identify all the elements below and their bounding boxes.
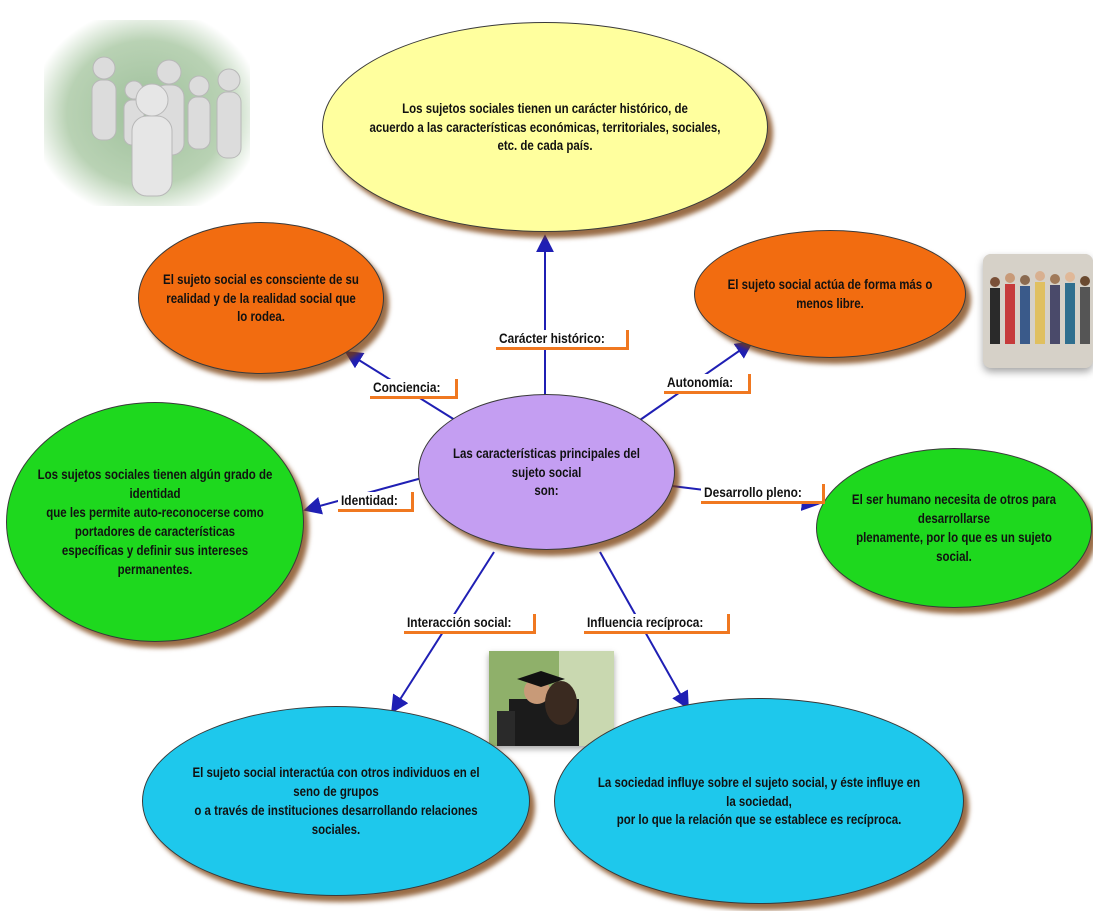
- node-conciencia-text: El sujeto social es consciente de su rea…: [163, 270, 359, 325]
- node-influencia-reciproca: La sociedad influye sobre el sujeto soci…: [554, 698, 964, 904]
- node-central: Las características principales del suje…: [418, 394, 675, 550]
- node-influencia-reciproca-text: La sociedad influye sobre el sujeto soci…: [597, 773, 921, 828]
- people-lineup-image: [983, 254, 1093, 368]
- label-conciencia: Conciencia:: [370, 379, 459, 399]
- node-caracter-historico-text: Los sujetos sociales tienen un carácter …: [369, 99, 721, 154]
- label-interaccion-social: Interacción social:: [404, 614, 536, 634]
- label-interaccion-social-text: Interacción social:: [407, 614, 512, 630]
- label-identidad-text: Identidad:: [341, 492, 398, 508]
- node-caracter-historico: Los sujetos sociales tienen un carácter …: [322, 22, 768, 232]
- label-conciencia-text: Conciencia:: [373, 379, 441, 395]
- node-interaccion-social-text: El sujeto social interactúa con otros in…: [192, 764, 480, 837]
- graduation-image: [489, 651, 614, 746]
- people-figures-image: [44, 20, 250, 206]
- label-caracter-historico: Carácter histórico:: [496, 330, 630, 350]
- node-autonomia: El sujeto social actúa de forma más o me…: [694, 230, 966, 358]
- node-identidad-text: Los sujetos sociales tienen algún grado …: [37, 466, 273, 577]
- label-autonomia: Autonomía:: [664, 374, 751, 394]
- label-desarrollo-pleno: Desarrollo pleno:: [701, 484, 826, 504]
- node-identidad: Los sujetos sociales tienen algún grado …: [6, 402, 304, 642]
- node-autonomia-text: El sujeto social actúa de forma más o me…: [727, 276, 933, 311]
- node-desarrollo-pleno-text: El ser humano necesita de otros para des…: [851, 491, 1057, 564]
- label-identidad: Identidad:: [338, 492, 414, 512]
- label-influencia-reciproca-text: Influencia recíproca:: [587, 614, 704, 630]
- label-autonomia-text: Autonomía:: [667, 374, 734, 390]
- people-figures-graphic: [91, 56, 242, 197]
- label-desarrollo-pleno-text: Desarrollo pleno:: [704, 484, 802, 500]
- node-desarrollo-pleno: El ser humano necesita de otros para des…: [816, 448, 1092, 608]
- node-central-text: Las características principales del suje…: [453, 444, 640, 499]
- graduation-graphic: [489, 651, 614, 746]
- node-conciencia: El sujeto social es consciente de su rea…: [138, 222, 384, 374]
- people-lineup-graphic: [983, 254, 1093, 368]
- node-interaccion-social: El sujeto social interactúa con otros in…: [142, 706, 530, 896]
- label-caracter-historico-text: Carácter histórico:: [499, 330, 605, 346]
- label-influencia-reciproca: Influencia recíproca:: [584, 614, 730, 634]
